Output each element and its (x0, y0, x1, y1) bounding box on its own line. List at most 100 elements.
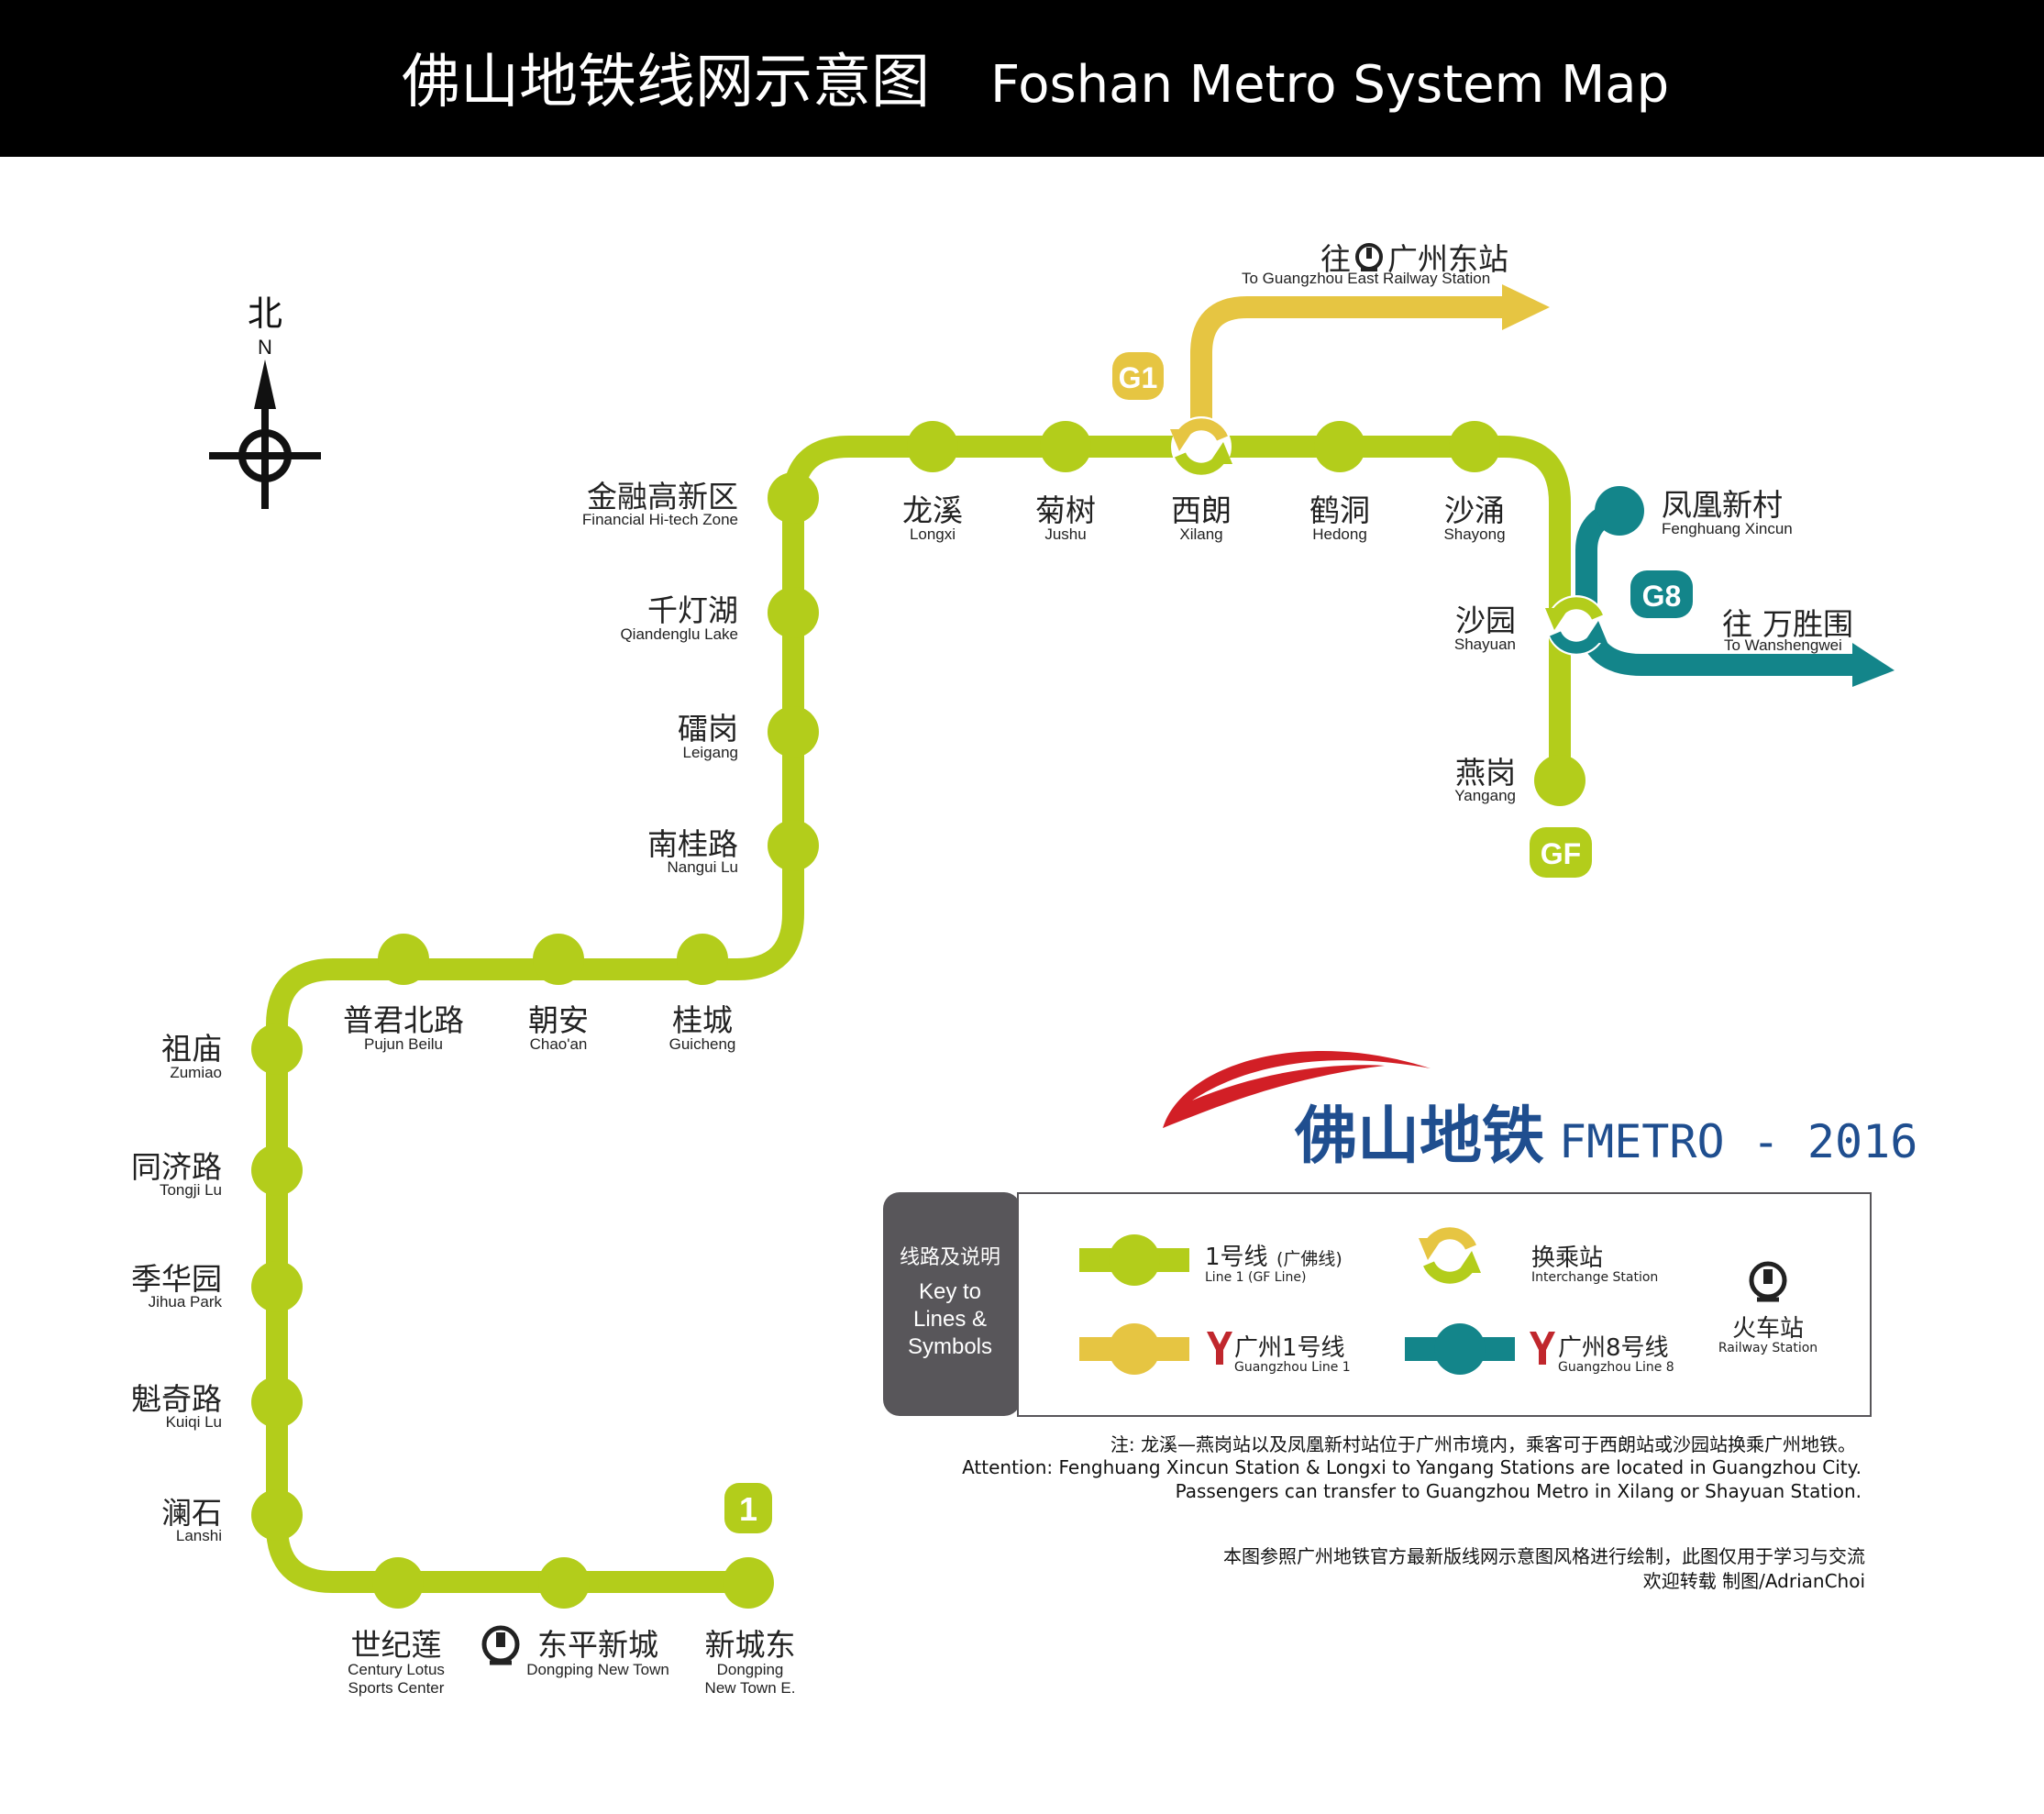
svg-text:礌岗: 礌岗 (678, 711, 738, 747)
legend: 线路及说明 Key to Lines & Symbols 1号线 (广佛线) L… (883, 1192, 1872, 1417)
svg-text:金融高新区: 金融高新区 (587, 479, 738, 514)
svg-text:Qiandenglu Lake: Qiandenglu Lake (620, 625, 738, 643)
svg-text:普君北路: 普君北路 (343, 1002, 464, 1038)
station-label-jushu: 菊树 Jushu (1035, 492, 1096, 543)
svg-text:世纪莲: 世纪莲 (351, 1627, 442, 1663)
station-dot-jushu[interactable] (1040, 421, 1091, 472)
svg-text:Financial Hi-tech Zone: Financial Hi-tech Zone (582, 511, 738, 528)
notes: 注: 龙溪—燕岗站以及凤凰新村站位于广州市境内，乘客可于西朗站或沙园站换乘广州地… (962, 1433, 1865, 1592)
svg-text:Leigang: Leigang (682, 744, 738, 761)
note-en-2: Passengers can transfer to Guangzhou Met… (1176, 1480, 1862, 1502)
station-label-hedong: 鹤洞 Hedong (1309, 492, 1370, 543)
svg-text:龙溪: 龙溪 (902, 492, 963, 528)
legend-gz8-dot (1434, 1323, 1486, 1375)
svg-text:新城东: 新城东 (705, 1627, 796, 1663)
station-dot-dongping[interactable] (538, 1557, 590, 1609)
station-dot-kuiqi[interactable] (251, 1377, 303, 1428)
line1-badge-label: 1 (739, 1490, 757, 1528)
compass-north-cn: 北 (248, 293, 282, 334)
svg-text:桂城: 桂城 (672, 1002, 733, 1038)
station-dot-qiandenghu[interactable] (768, 587, 819, 638)
station-label-longxi: 龙溪 Longxi (902, 492, 963, 543)
g1-line (1190, 296, 1504, 447)
station-dot-shijilian[interactable] (372, 1557, 424, 1609)
g1-arrow-icon (1502, 284, 1550, 330)
station-label-shayuan: 沙园 Shayuan (1454, 603, 1516, 653)
g1-dest-cn: 广州东站 (1387, 241, 1508, 277)
legend-line1-cn: 1号线 (1205, 1244, 1268, 1271)
station-label-zumiao: 祖庙 Zumiao (161, 1031, 222, 1081)
gz-metro-logo-icon (1530, 1332, 1555, 1365)
title-en: Foshan Metro System Map (990, 55, 1669, 115)
svg-text:Shayuan: Shayuan (1454, 636, 1516, 653)
svg-text:Jihua Park: Jihua Park (149, 1293, 223, 1311)
legend-gz1-cn: 广州1号线 (1234, 1334, 1345, 1362)
station-dot-longxi[interactable] (907, 421, 958, 472)
station-label-chaoan: 朝安 Chao'an (528, 1002, 589, 1053)
gz-metro-logo-icon (1207, 1332, 1232, 1365)
legend-heading-en-3: Symbols (908, 1334, 992, 1359)
station-dot-zumiao[interactable] (251, 1023, 303, 1075)
credit-2: 欢迎转载 制图/AdrianChoi (1643, 1570, 1865, 1592)
station-dot-jinrong[interactable] (768, 472, 819, 524)
svg-text:Dongping: Dongping (717, 1661, 784, 1678)
legend-gz1-en: Guangzhou Line 1 (1234, 1360, 1351, 1375)
g1-dest-prefix: 往 (1320, 241, 1351, 277)
xilang-interchange-icon[interactable] (1170, 416, 1232, 477)
fmetro-logo: 佛山地铁 FMETRO - 2016 (1163, 1050, 1917, 1173)
station-dot-hedong[interactable] (1314, 421, 1365, 472)
svg-text:菊树: 菊树 (1035, 492, 1096, 528)
svg-text:Zumiao: Zumiao (170, 1064, 222, 1081)
station-dot-shayong[interactable] (1449, 421, 1500, 472)
station-dot-yangang[interactable] (1534, 755, 1585, 806)
title-cn: 佛山地铁线网示意图 (402, 49, 930, 116)
svg-text:Xilang: Xilang (1179, 525, 1222, 543)
station-dot-guicheng[interactable] (677, 934, 728, 985)
svg-text:东平新城: 东平新城 (537, 1627, 658, 1663)
svg-text:Tongji Lu: Tongji Lu (160, 1181, 222, 1199)
station-dot-xinchengdong[interactable] (723, 1557, 774, 1609)
station-label-dongping: 东平新城 Dongping New Town (481, 1625, 669, 1678)
station-dot-tongji[interactable] (251, 1145, 303, 1196)
g1-dest-en: To Guangzhou East Railway Station (1242, 270, 1490, 287)
legend-interchange-cn: 换乘站 (1531, 1244, 1603, 1272)
svg-text:New Town E.: New Town E. (705, 1679, 796, 1697)
svg-text:祖庙: 祖庙 (161, 1031, 222, 1067)
station-dot-fenghuang[interactable] (1595, 486, 1644, 536)
legend-sidebar (883, 1192, 1021, 1416)
shayuan-interchange-icon[interactable] (1545, 595, 1608, 656)
g8-arrow-icon (1852, 643, 1895, 687)
g1-badge-label: G1 (1119, 361, 1158, 394)
g8-dest-cn: 万胜围 (1762, 606, 1853, 642)
svg-text:朝安: 朝安 (528, 1002, 589, 1038)
station-label-tongji: 同济路 Tongji Lu (131, 1149, 222, 1199)
station-dot-nangui[interactable] (768, 820, 819, 871)
svg-text:Fenghuang Xincun: Fenghuang Xincun (1662, 520, 1793, 537)
svg-text:西朗: 西朗 (1171, 492, 1232, 528)
legend-interchange-icon (1419, 1227, 1481, 1284)
legend-heading-en-1: Key to (919, 1279, 981, 1304)
station-dot-leigang[interactable] (768, 706, 819, 758)
station-label-qiandenghu: 千灯湖 Qiandenglu Lake (620, 592, 738, 643)
brand-cn: 佛山地铁 (1294, 1101, 1544, 1173)
legend-railway-en: Railway Station (1718, 1341, 1818, 1355)
station-label-xinchengdong: 新城东 Dongping New Town E. (705, 1627, 796, 1697)
svg-text:沙园: 沙园 (1455, 603, 1516, 638)
station-label-guicheng: 桂城 Guicheng (669, 1002, 736, 1053)
svg-text:Nangui Lu: Nangui Lu (667, 858, 738, 876)
line1-station-dots (251, 421, 1644, 1609)
station-dot-jihua[interactable] (251, 1261, 303, 1312)
legend-line1-cn-suffix: (广佛线) (1276, 1249, 1342, 1269)
compass-north-en: N (258, 336, 272, 359)
svg-text:南桂路: 南桂路 (647, 826, 738, 862)
station-dot-lanshi[interactable] (251, 1489, 303, 1541)
g8-destination: 往 万胜围 To Wanshengwei (1722, 606, 1853, 654)
line1-badge: 1 (724, 1483, 772, 1533)
credit-1: 本图参照广州地铁官方最新版线网示意图风格进行绘制，此图仅用于学习与交流 (1223, 1545, 1865, 1567)
station-dot-pujun[interactable] (378, 934, 429, 985)
svg-text:Longxi: Longxi (910, 525, 956, 543)
legend-gz8-en: Guangzhou Line 8 (1558, 1360, 1674, 1375)
g8-badge-label: G8 (1642, 580, 1682, 613)
legend-gz1-dot (1109, 1323, 1160, 1375)
station-dot-chaoan[interactable] (533, 934, 584, 985)
